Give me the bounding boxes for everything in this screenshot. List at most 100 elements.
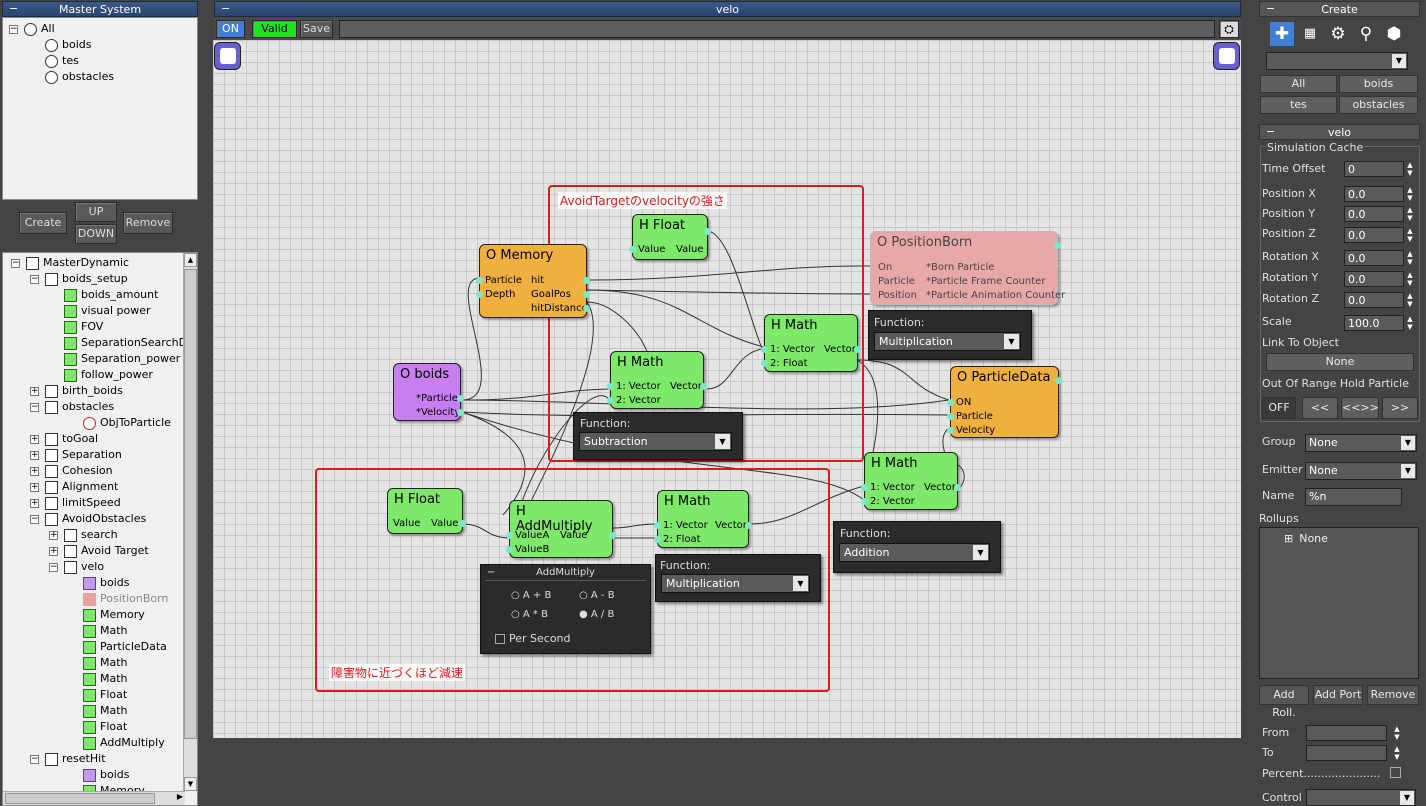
remove-button[interactable]: Remove — [123, 212, 173, 234]
ms-item-all[interactable]: −All — [9, 22, 55, 36]
tree-item[interactable]: Separation_power — [49, 351, 180, 367]
editor-options-icon[interactable]: ⛭ — [1219, 20, 1239, 38]
option-a-div-b[interactable]: ● A / B — [579, 609, 615, 620]
create-filter-tes[interactable]: tes — [1260, 96, 1337, 114]
create-filter-obstacles[interactable]: obstacles — [1339, 96, 1418, 114]
collapse-icon[interactable]: − — [30, 753, 39, 764]
collapse-icon[interactable]: − — [11, 257, 20, 268]
tree-item[interactable]: +search — [49, 527, 118, 543]
expand-icon[interactable]: + — [30, 497, 39, 508]
tree-item[interactable]: Float — [68, 687, 127, 703]
function-select[interactable]: Multiplication▼ — [874, 332, 1021, 351]
expand-icon[interactable]: + — [49, 529, 58, 540]
tree-item[interactable]: +Avoid Target — [49, 543, 149, 559]
collapse-icon[interactable]: − — [9, 2, 19, 15]
editor-input-handle[interactable] — [214, 42, 241, 70]
from-spinner[interactable]: ▲▼ — [1394, 725, 1400, 741]
per-second-checkbox[interactable]: Per Second — [495, 632, 571, 645]
tree-item[interactable]: Math — [68, 655, 128, 671]
tree-item[interactable]: FOV — [49, 319, 103, 335]
emitter-select[interactable]: None▼ — [1305, 462, 1417, 480]
position-z-field[interactable]: 0.0 — [1344, 227, 1404, 243]
create-filter-boids[interactable]: boids — [1339, 75, 1418, 93]
rotation-z-spinner[interactable]: ▲▼ — [1407, 292, 1413, 308]
tree-item[interactable]: −MasterDynamic — [11, 255, 129, 271]
tree-item[interactable]: −velo — [49, 559, 104, 575]
position-z-spinner[interactable]: ▲▼ — [1407, 227, 1413, 243]
option-a-times-b[interactable]: ○ A * B — [511, 609, 548, 620]
tree-item[interactable]: Math — [68, 623, 128, 639]
add-rollup-button[interactable]: Add Roll. — [1259, 685, 1309, 719]
ms-item-tes[interactable]: tes — [45, 53, 79, 69]
node-math-multiply[interactable]: H Math 1: Vector 2: Float Vector — [761, 314, 861, 372]
tree-item[interactable]: +toGoal — [30, 431, 98, 447]
add-node-icon[interactable]: ✚ — [1270, 22, 1294, 46]
tree-item[interactable]: Math — [68, 671, 128, 687]
to-field[interactable] — [1306, 745, 1387, 761]
position-x-field[interactable]: 0.0 — [1344, 186, 1404, 202]
node-graph-canvas[interactable]: AvoidTargetのvelocityの強さ 障害物に近づくほど減速 O Me… — [213, 40, 1241, 738]
rollups-list[interactable]: ⊞None — [1259, 527, 1419, 679]
editor-path-field[interactable] — [339, 20, 1215, 38]
node-float-top[interactable]: H Float Value Value — [629, 214, 711, 260]
expand-icon[interactable]: + — [30, 449, 39, 460]
tree-item[interactable]: −AvoidObstacles — [30, 511, 146, 527]
master-system-list[interactable]: −All boids tes obstacles — [2, 17, 198, 200]
expand-icon[interactable]: + — [30, 465, 39, 476]
expand-icon[interactable]: + — [30, 433, 39, 444]
position-y-spinner[interactable]: ▲▼ — [1407, 206, 1413, 222]
node-math-addition[interactable]: H Math 1: Vector 2: Vector Vector — [861, 452, 961, 510]
range-hold-end-button[interactable]: >> — [1382, 397, 1418, 419]
rotation-x-spinner[interactable]: ▲▼ — [1407, 250, 1413, 266]
collapse-icon[interactable]: − — [30, 401, 39, 412]
save-button[interactable]: Save — [300, 20, 333, 38]
scale-spinner[interactable]: ▲▼ — [1407, 315, 1413, 331]
tree-item[interactable]: Float — [68, 719, 127, 735]
function-select[interactable]: Subtraction▼ — [579, 432, 732, 451]
tree-item[interactable]: +Alignment — [30, 479, 118, 495]
gear-icon[interactable]: ⚙ — [1330, 24, 1346, 44]
node-addmultiply[interactable]: H AddMultiply ValueA ValueB Value — [506, 500, 616, 558]
range-hold-start-button[interactable]: << — [1302, 397, 1338, 419]
node-float-bottom[interactable]: H Float Value Value — [387, 488, 466, 534]
tree-item[interactable]: SeparationSearchDis — [49, 335, 196, 351]
remove-rollup-button[interactable]: Remove — [1367, 685, 1419, 705]
tree-item[interactable]: −resetHit — [30, 751, 106, 767]
to-spinner[interactable]: ▲▼ — [1394, 745, 1400, 761]
tree-item[interactable]: Memory — [68, 607, 145, 623]
create-button[interactable]: Create — [19, 212, 67, 234]
tree-item[interactable]: visual power — [49, 303, 151, 319]
editor-output-handle[interactable] — [1213, 42, 1240, 70]
group-select[interactable]: None▼ — [1305, 434, 1417, 452]
node-positionborn[interactable]: O PositionBorn On Particle Position *Bor… — [870, 231, 1065, 305]
expand-icon[interactable]: + — [30, 481, 39, 492]
down-button[interactable]: DOWN — [75, 224, 117, 244]
tree-item[interactable]: +Separation — [30, 447, 122, 463]
percent-checkbox[interactable] — [1390, 767, 1401, 778]
tree-item[interactable]: boids_amount — [49, 287, 158, 303]
rotation-y-field[interactable]: 0.0 — [1344, 271, 1404, 287]
control-select[interactable]: ▼ — [1306, 789, 1416, 806]
ms-item-boids[interactable]: boids — [45, 37, 91, 53]
tree-item[interactable]: −boids_setup — [30, 271, 128, 287]
tree-item[interactable]: −obstacles — [30, 399, 114, 415]
node-math-multiply-bottom[interactable]: H Math 1: Vector 2: Float Vector — [654, 490, 752, 548]
rollup-item[interactable]: ⊞None — [1284, 532, 1328, 545]
collapse-icon[interactable]: − — [30, 273, 39, 284]
from-field[interactable] — [1306, 725, 1387, 741]
function-select[interactable]: Multiplication▼ — [661, 574, 810, 593]
node-math-subtraction[interactable]: H Math 1: Vector 2: Vector Vector — [607, 351, 707, 409]
position-y-field[interactable]: 0.0 — [1344, 206, 1404, 222]
name-field[interactable]: %n — [1305, 488, 1402, 506]
option-a-minus-b[interactable]: ○ A - B — [579, 590, 615, 601]
create-filter-all[interactable]: All — [1260, 75, 1337, 93]
tree-item[interactable]: ObjToParticle — [68, 415, 171, 431]
tree-scrollbar[interactable]: ▲ ▼ — [183, 253, 197, 791]
tree-item[interactable]: PositionBorn — [68, 591, 168, 607]
position-x-spinner[interactable]: ▲▼ — [1407, 186, 1413, 202]
function-select[interactable]: Addition▼ — [839, 543, 990, 562]
tree-item[interactable]: Math — [68, 703, 128, 719]
rotation-x-field[interactable]: 0.0 — [1344, 250, 1404, 266]
expand-icon[interactable]: + — [30, 385, 39, 396]
tree-hscrollbar[interactable]: ▶ — [3, 791, 185, 805]
